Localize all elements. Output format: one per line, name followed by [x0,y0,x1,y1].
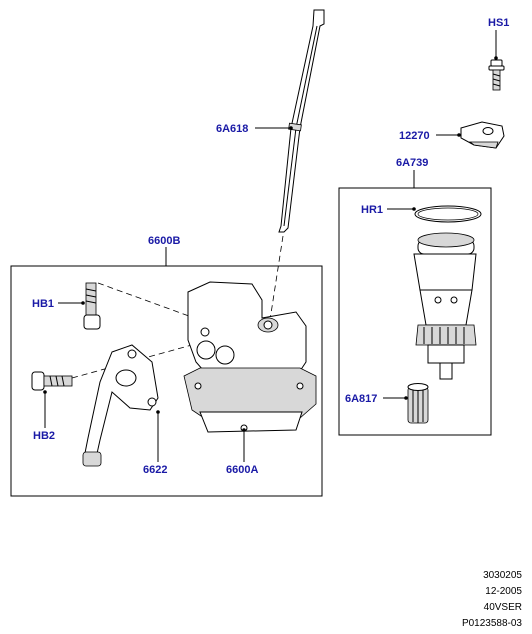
pump-body-6600a[interactable] [183,281,317,462]
callout-hb1: HB1 [32,298,54,310]
pinion-6a817[interactable] [383,383,429,424]
callout-hr1: HR1 [361,204,383,216]
dipstick-6a618[interactable] [255,9,325,321]
reference-illustration-id: P0123588-03 [461,618,522,629]
drive-gear-shaft[interactable] [413,232,477,380]
callout-6a618: 6A618 [216,123,248,135]
callout-6622: 6622 [143,464,167,476]
bolt-hb1[interactable] [58,282,201,330]
callout-6a739: 6A739 [396,157,428,169]
callout-6600b: 6600B [148,235,180,247]
callout-6a817: 6A817 [345,393,377,405]
callout-hs1: HS1 [488,17,509,29]
reference-block: 3030205 12-2005 40VSER P0123588-03 [462,568,522,632]
tube-6622[interactable] [82,344,160,467]
bracket-12270[interactable] [436,121,505,149]
callout-hb2: HB2 [33,430,55,442]
bolt-hs1[interactable] [488,30,505,91]
callout-12270: 12270 [399,130,430,142]
reference-code: 3030205 [483,570,522,581]
callout-6600a: 6600A [226,464,258,476]
reference-date: 12-2005 [485,586,522,597]
reference-series: 40VSER [483,602,522,613]
drive-gear-frame [338,187,492,436]
o-ring-hr1[interactable] [387,205,482,223]
